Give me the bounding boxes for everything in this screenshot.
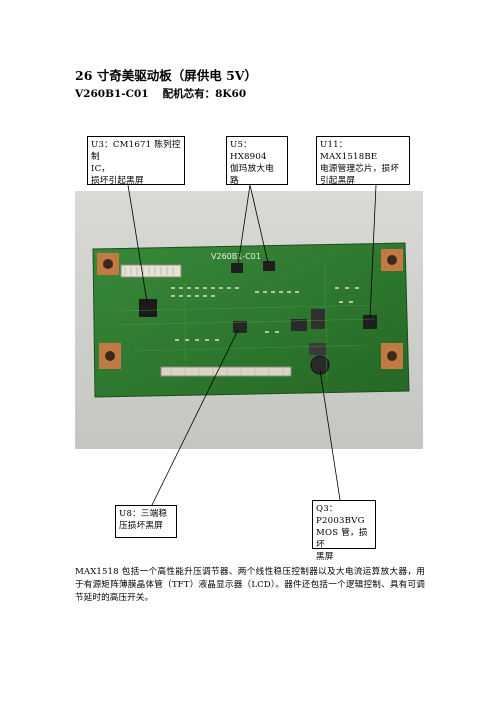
pcb-photo: V260B1-C01	[75, 191, 423, 449]
callout-u11-line2: 电源管理芯片，损坏	[320, 164, 400, 174]
document-subtitle: V260B1-C01 配机芯有：8K60	[75, 86, 246, 101]
callout-u5-line3: 路	[230, 176, 239, 186]
chip-misc-2	[311, 309, 325, 329]
board-silkscreen: V260B1-C01	[211, 252, 261, 261]
callout-u3: U3：CM1671 陈列控制 IC， 损坏引起黑屏	[87, 136, 185, 186]
callout-u5-line2: 伽玛放大电	[230, 164, 274, 174]
callout-u8-line2: 压损坏黑屏	[119, 521, 163, 531]
callout-q3-line1: Q3：P2003BVG	[316, 504, 365, 526]
input-connector	[120, 264, 182, 278]
callout-q3: Q3：P2003BVG MOS 管，损坏 黑屏	[312, 500, 376, 562]
description-paragraph: MAX1518 包括一个高性能升压调节器、两个线性稳压控制器以及大电流运算放大器…	[75, 567, 425, 603]
callout-u3-line3: 损坏引起黑屏	[91, 176, 144, 186]
callout-u3-line1: U3：CM1671 陈列控制	[91, 140, 181, 162]
callout-u8-line1: U8：三端稳	[119, 509, 168, 519]
chip-u5-b	[263, 261, 275, 271]
chip-misc	[291, 319, 307, 331]
callout-u3-line2: IC，	[91, 164, 111, 174]
callout-u8: U8：三端稳 压损坏黑屏	[115, 505, 177, 538]
callout-u11-line1: U11： MAX1518BE	[320, 140, 378, 162]
chip-u8	[233, 321, 247, 333]
inductor-2	[309, 343, 327, 355]
chip-u5-a	[231, 263, 243, 273]
model-number: V260B1-C01	[75, 88, 149, 100]
output-connector	[160, 366, 292, 377]
callout-u11-line3: 引起黑屏	[320, 176, 356, 186]
chip-u3	[139, 299, 157, 317]
callout-u5: U5：HX8904 伽玛放大电 路	[226, 136, 288, 186]
document-title: 26 寸奇美驱动板（屏供电 5V）	[75, 68, 257, 83]
chip-info: 配机芯有：8K60	[162, 88, 247, 100]
callout-q3-line3: 黑屏	[316, 552, 334, 562]
inductor-q3	[310, 355, 330, 375]
callout-u11: U11： MAX1518BE 电源管理芯片，损坏 引起黑屏	[316, 136, 410, 186]
callout-q3-line2: MOS 管，损坏	[316, 528, 368, 550]
callout-u5-line1: U5：HX8904	[230, 140, 267, 162]
chip-u11	[363, 315, 377, 329]
